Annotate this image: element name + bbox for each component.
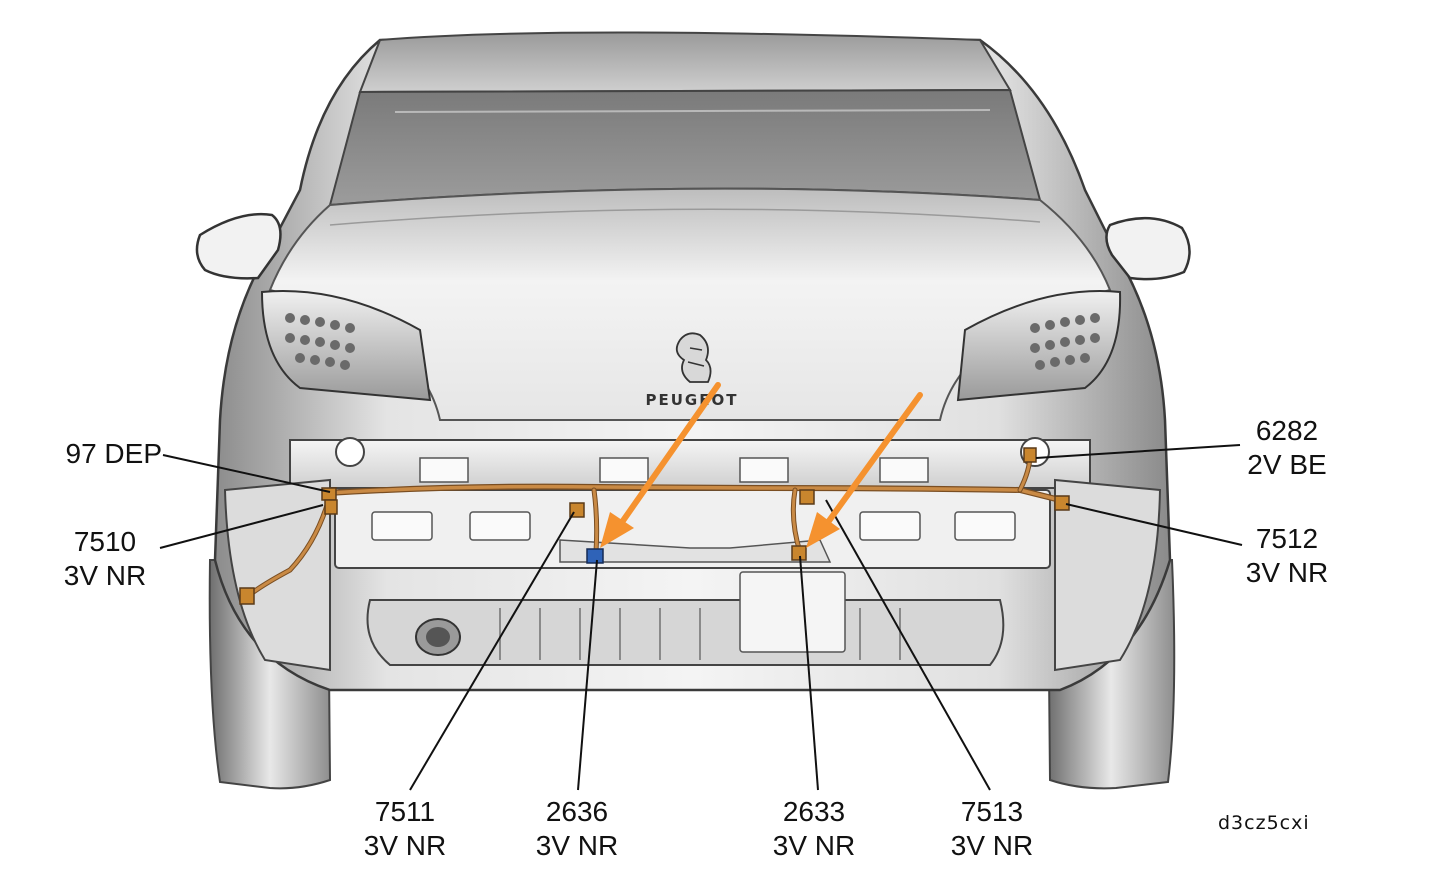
arrow-head-2633 bbox=[806, 512, 840, 548]
callout-2633-code: 2633 bbox=[782, 796, 846, 827]
callout-7513: 7513 3V NR bbox=[937, 795, 1047, 863]
callout-7513-code: 7513 bbox=[960, 796, 1024, 827]
connector-7513 bbox=[799, 489, 815, 505]
tail-lamps bbox=[260, 290, 1122, 402]
callout-2633-spec: 3V NR bbox=[772, 830, 856, 861]
arrow-to-2633 bbox=[823, 392, 923, 528]
figure-reference-code: d3cz5cxi bbox=[1218, 812, 1310, 834]
connector-7512 bbox=[1054, 495, 1070, 511]
connector-2636 bbox=[586, 548, 604, 564]
callout-7510-spec: 3V NR bbox=[63, 560, 147, 591]
underbody-exhaust bbox=[366, 571, 1005, 666]
callout-2636: 2636 3V NR bbox=[522, 795, 632, 863]
callout-7513-spec: 3V NR bbox=[950, 830, 1034, 861]
orange-pointer-arrows bbox=[600, 382, 923, 548]
callout-97dep: 97 DEP bbox=[40, 437, 163, 471]
callout-7511: 7511 3V NR bbox=[350, 795, 460, 863]
callout-7512-spec: 3V NR bbox=[1245, 557, 1329, 588]
callout-7510-code: 7510 bbox=[73, 526, 137, 557]
connector-2633 bbox=[791, 545, 807, 561]
callout-7511-spec: 3V NR bbox=[363, 830, 447, 861]
connector-7510 bbox=[239, 499, 338, 605]
callout-7512-code: 7512 bbox=[1255, 523, 1319, 554]
callout-2633: 2633 3V NR bbox=[759, 795, 869, 863]
connector-6282 bbox=[1023, 447, 1037, 463]
callout-2636-spec: 3V NR bbox=[535, 830, 619, 861]
callout-7511-code: 7511 bbox=[374, 796, 436, 827]
side-mirrors bbox=[195, 213, 1191, 281]
leader-lines bbox=[159, 444, 1243, 791]
callout-97dep-code: 97 DEP bbox=[65, 438, 163, 469]
callout-7512: 7512 3V NR bbox=[1232, 522, 1342, 590]
arrow-to-2636 bbox=[617, 382, 721, 528]
callout-6282-spec: 2V BE bbox=[1247, 449, 1327, 480]
brand-wordmark: PEUGEOT bbox=[646, 391, 739, 409]
callout-6282: 6282 2V BE bbox=[1232, 414, 1342, 482]
arrow-head-2636 bbox=[600, 512, 634, 548]
peugeot-lion-emblem bbox=[675, 332, 712, 383]
rear-crossmember bbox=[289, 437, 1091, 569]
callout-6282-code: 6282 bbox=[1255, 415, 1319, 446]
callout-2636-code: 2636 bbox=[545, 796, 609, 827]
callout-7510: 7510 3V NR bbox=[50, 525, 160, 593]
